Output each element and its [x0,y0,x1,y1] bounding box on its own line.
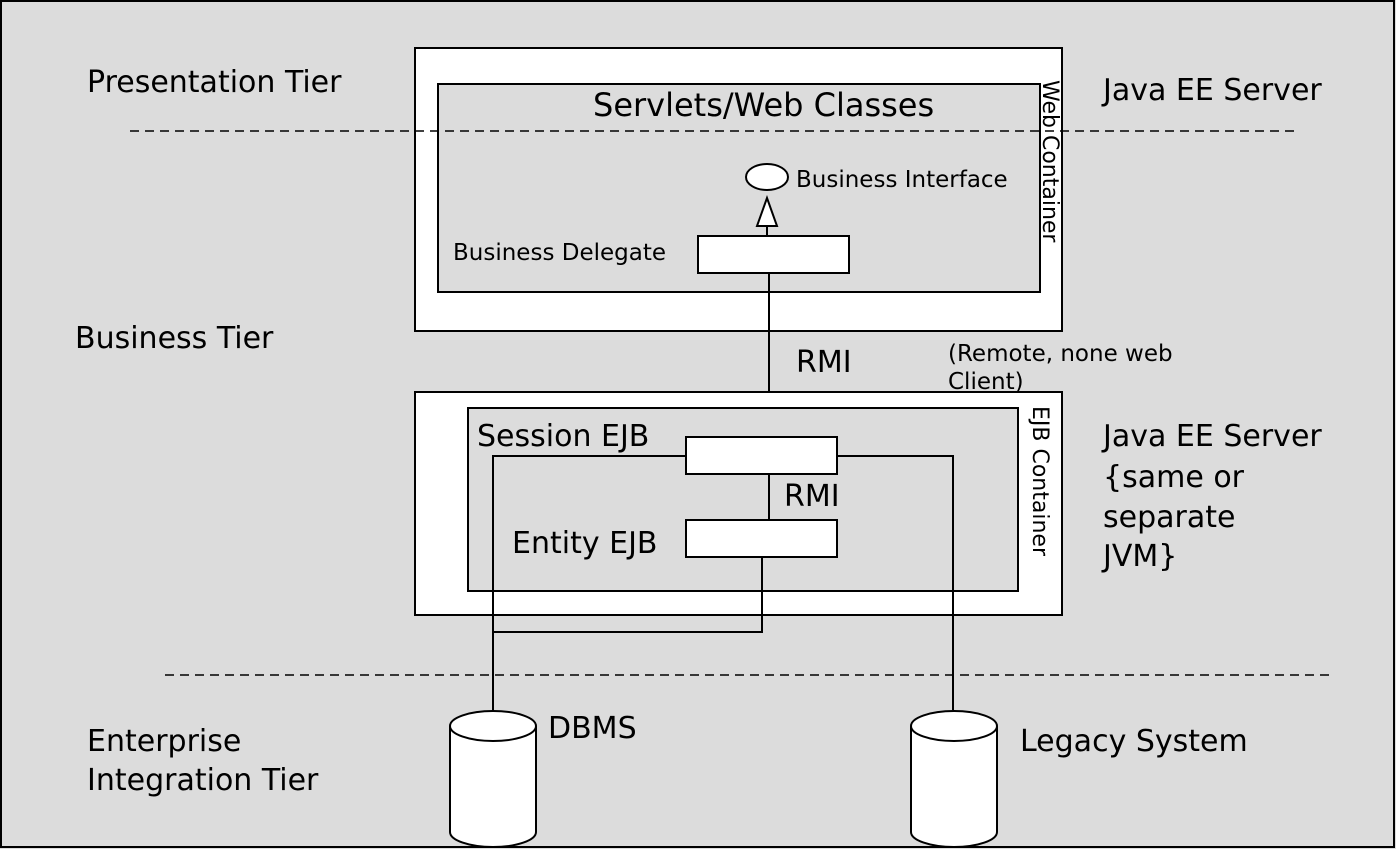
servlets-label: Servlets/Web Classes [593,86,934,124]
ejb-server-label-line2: {same or [1103,460,1245,495]
integration-tier-label-line1: Enterprise [87,724,241,759]
dbms-label: DBMS [548,711,637,746]
business-interface-icon [745,163,789,191]
rmi-main-label: RMI [796,345,852,380]
dbms-cylinder-icon [449,710,537,848]
ejb-server-label-line1: Java EE Server [1101,419,1322,454]
presentation-tier-label: Presentation Tier [87,65,342,100]
ejb-server-label-line3: separate [1103,500,1235,535]
session-ejb-label: Session EJB [477,419,649,454]
legacy-connector [837,455,954,710]
integration-tier-label-line2: Integration Tier [87,763,319,798]
session-ejb-box [685,436,838,475]
entity-ejb-box [685,519,838,558]
legacy-label: Legacy System [1020,724,1248,759]
remote-note-line2: Client) [948,369,1024,395]
ejb-server-label-line4: JVM} [1101,539,1177,574]
ejb-container-label: EJB Container [1027,406,1052,557]
legacy-cylinder-icon [910,710,998,848]
business-interface-label: Business Interface [796,167,1008,193]
business-delegate-label: Business Delegate [453,240,666,266]
business-tier-label: Business Tier [75,321,274,356]
entity-dbms-connector [493,557,763,633]
rmi-inner-label: RMI [784,479,840,514]
remote-note-line1: (Remote, none web [948,341,1173,367]
web-server-label: Java EE Server [1101,73,1322,108]
web-container-label: Web Container [1037,80,1062,243]
business-delegate-box [697,235,850,274]
entity-ejb-label: Entity EJB [512,526,658,561]
dbms-connector [492,455,686,710]
